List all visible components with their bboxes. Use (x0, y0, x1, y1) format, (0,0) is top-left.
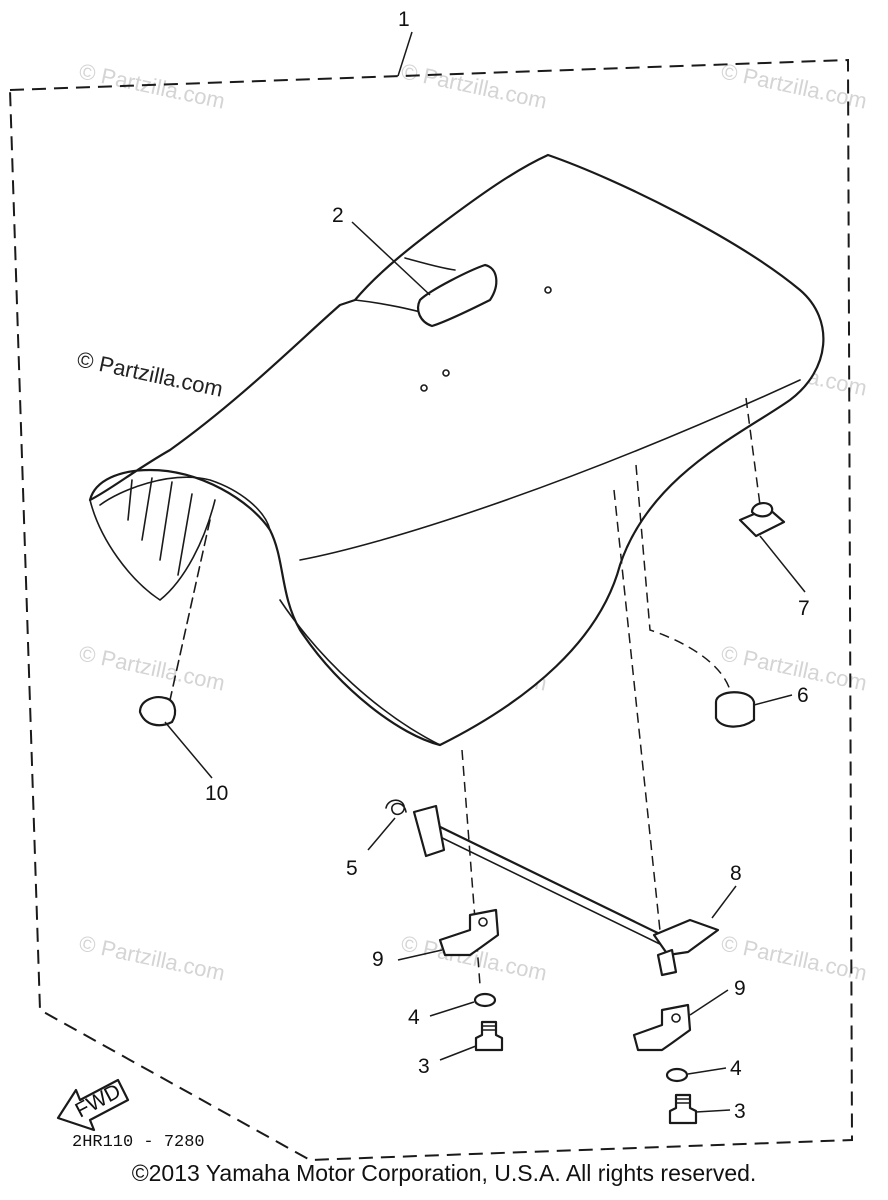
leader-10 (164, 721, 213, 779)
callout-1: 1 (398, 8, 410, 31)
seat-front-edge (89, 499, 216, 601)
part-9-bracket-right (632, 1003, 692, 1052)
mount-hole (544, 286, 552, 294)
callout-6: 6 (797, 684, 809, 707)
leader-9b (689, 989, 729, 1016)
mount-hole (420, 384, 428, 392)
lock-hook (656, 948, 678, 977)
part-6-damper (714, 691, 756, 728)
lock-lever (652, 918, 720, 957)
callout-7: 7 (798, 597, 810, 620)
seat-rib (127, 477, 193, 576)
seat (88, 153, 825, 747)
callout-3a: 3 (418, 1055, 430, 1078)
part-9-bracket-left (438, 908, 500, 957)
bolt-thread (482, 1025, 496, 1031)
leader-4a (429, 1001, 475, 1017)
leader-9a (397, 949, 443, 961)
watermark: © Partzilla.com (719, 58, 869, 113)
part-4-washer-right (665, 1067, 689, 1083)
callout-5: 5 (346, 857, 358, 880)
part-4-washer-left (473, 992, 497, 1008)
leader-1 (397, 31, 413, 77)
seat-strap (416, 263, 498, 328)
mount-hole (442, 369, 450, 377)
part-8-lock-rod (412, 804, 720, 977)
watermark: © Partzilla.com (77, 640, 227, 695)
bracket-hole (671, 1013, 681, 1023)
callout-9a: 9 (372, 948, 384, 971)
leader-6 (753, 694, 793, 706)
callout-4b: 4 (730, 1057, 742, 1080)
part-3-bolt-right (668, 1093, 698, 1125)
callout-8: 8 (730, 862, 742, 885)
bolt-thread (676, 1098, 690, 1104)
lock-rod (428, 820, 670, 940)
copyright-notice: ©2013 Yamaha Motor Corporation, U.S.A. A… (131, 1160, 757, 1186)
leader-4b (687, 1067, 727, 1075)
seat-pan-opening (99, 476, 271, 531)
drawing-code: 2HR110 - 7280 (72, 1133, 205, 1152)
fwd-arrow: FWD (56, 1078, 130, 1132)
mount-axis-right (613, 489, 663, 951)
part-6-axis (635, 464, 731, 691)
leader-3a (439, 1045, 477, 1061)
part-3-bolt-left (474, 1020, 504, 1052)
watermark-main: © Partzilla.com (75, 346, 225, 401)
leader-2 (351, 221, 431, 296)
part-10-damper (138, 696, 177, 727)
seat-strap-edge (404, 257, 456, 271)
callout-9b: 9 (734, 977, 746, 1000)
bracket-hole (478, 917, 488, 927)
seat-side-curve (299, 379, 801, 561)
watermark: © Partzilla.com (719, 640, 869, 695)
assembly-frame (8, 58, 854, 1162)
callout-4a: 4 (408, 1006, 420, 1029)
callout-10: 10 (205, 782, 228, 805)
seat-outline (88, 153, 825, 747)
leader-10-dashed (169, 519, 211, 701)
watermark: © Partzilla.com (77, 930, 227, 985)
lock-rod-end-left (412, 804, 446, 858)
part-7-axis (745, 397, 761, 506)
seat-lower-edge (279, 599, 441, 746)
callout-3b: 3 (734, 1100, 746, 1123)
fwd-arrow-icon (56, 1078, 130, 1132)
part-7-knob (750, 502, 774, 518)
leader-7 (759, 535, 806, 593)
watermark: © Partzilla.com (399, 58, 549, 113)
leader-5 (367, 817, 396, 851)
callout-2: 2 (332, 204, 344, 227)
part-5-spring (385, 799, 407, 816)
leader-8 (711, 885, 737, 919)
lock-rod-edge (429, 831, 669, 949)
leader-3b (695, 1109, 731, 1113)
